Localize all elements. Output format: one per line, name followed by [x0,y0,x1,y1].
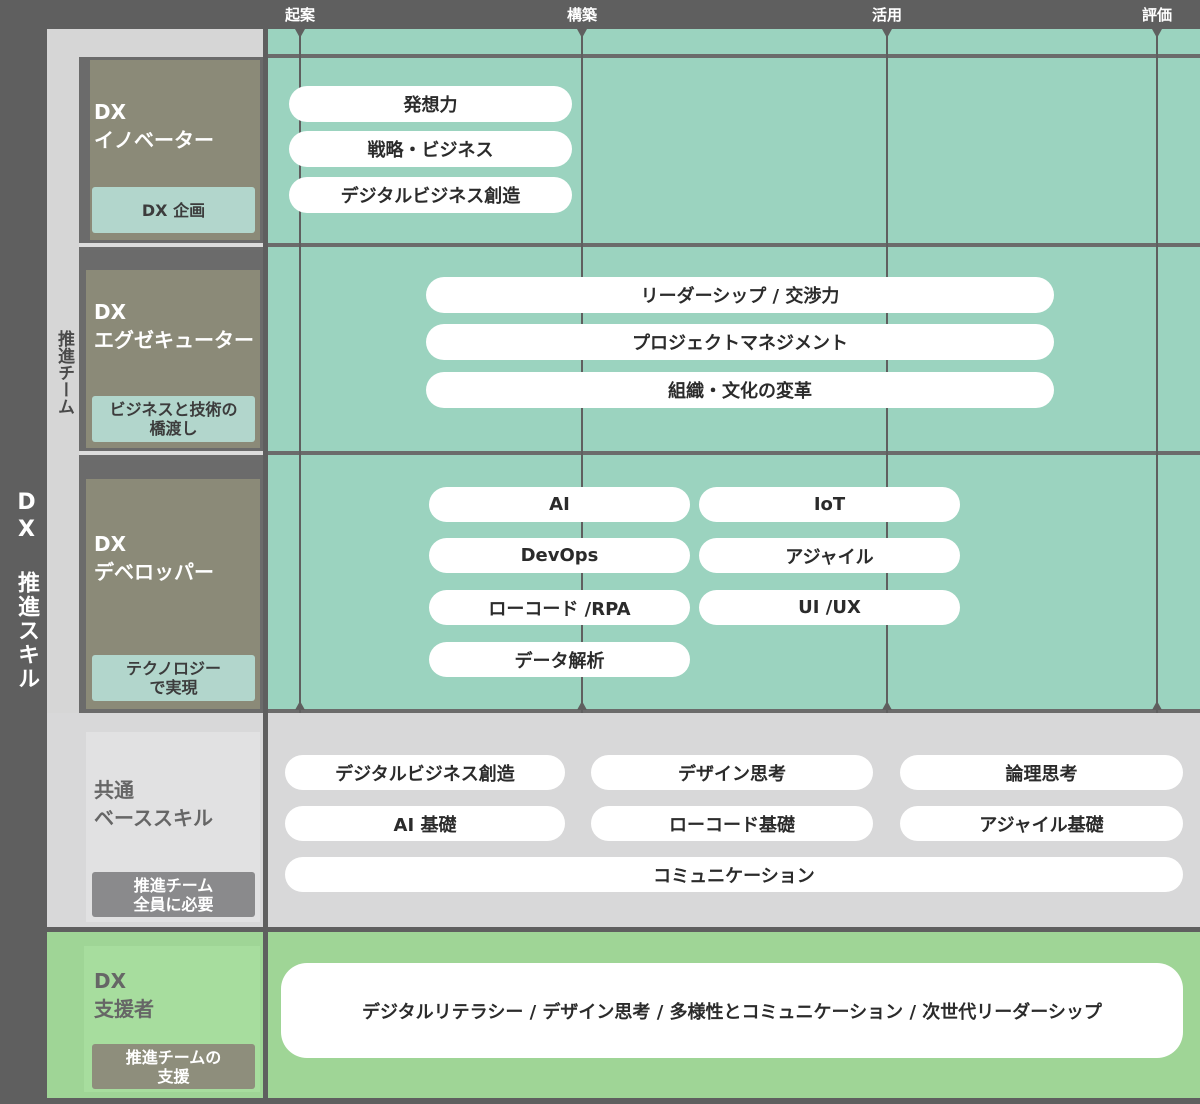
phase-marker-bottom [295,701,305,710]
phase-marker-top [577,29,587,38]
phase-marker-bottom [1152,701,1162,710]
dx-skill-side-label: DX 推進スキル [14,490,39,691]
phase-marker-top [295,29,305,38]
skill-pill-supporter: デジタルリテラシー / デザイン思考 / 多様性とコミュニケーション / 次世代… [281,963,1183,1058]
skill-pill-innovator: 戦略・ビジネス [289,131,572,167]
skill-pill-common: ローコード基礎 [591,806,873,841]
phase-label-kian: 起案 [284,6,316,24]
phase-label-katsuyou: 活用 [871,6,903,24]
role-title-executor: DX エグゼキューター [94,300,254,352]
role-title-common: 共通 ベーススキル [94,778,213,830]
skill-pill-executor: 組織・文化の変革 [426,372,1054,408]
skill-pill-common: 論理思考 [900,755,1183,790]
skill-pill-developer: データ解析 [429,642,690,677]
skill-pill-common: デジタルビジネス創造 [285,755,565,790]
skill-pill-innovator: 発想力 [289,86,572,122]
column-divider [263,713,268,927]
phase-marker-top [1152,29,1162,38]
skill-pill-developer: IoT [699,487,960,522]
phase-line-hyouka [1156,29,1158,713]
role-badge-common: 推進チーム 全員に必要 [92,872,255,917]
team-side-label: 推進チーム [54,330,74,415]
skill-pill-innovator: デジタルビジネス創造 [289,177,572,213]
phase-label-kouchiku: 構築 [566,6,598,24]
phase-marker-bottom [882,701,892,710]
row-divider [268,54,1200,58]
role-title-innovator: DX イノベーター [94,100,214,152]
phase-line-katsuyou [886,29,888,713]
skill-pill-common: AI 基礎 [285,806,565,841]
row-divider [268,451,1200,455]
role-divider [79,451,263,455]
role-title-supporter: DX 支援者 [94,969,154,1021]
role-badge-executor: ビジネスと技術の 橋渡し [92,396,255,442]
skill-pill-developer: AI [429,487,690,522]
row-divider [268,709,1200,713]
skill-pill-common: デザイン思考 [591,755,873,790]
column-divider [263,932,268,1098]
phase-marker-bottom [577,701,587,710]
skill-pill-developer: アジャイル [699,538,960,573]
role-badge-supporter: 推進チームの 支援 [92,1044,255,1089]
skill-pill-executor: プロジェクトマネジメント [426,324,1054,360]
phase-line-kian [299,29,301,713]
skill-pill-developer: DevOps [429,538,690,573]
role-badge-innovator: DX 企画 [92,187,255,233]
skill-pill-developer: ローコード /RPA [429,590,690,625]
role-badge-developer: テクノロジー で実現 [92,655,255,701]
skill-pill-common: アジャイル基礎 [900,806,1183,841]
phase-marker-top [882,29,892,38]
skill-pill-common: コミュニケーション [285,857,1183,892]
phase-label-hyouka: 評価 [1141,6,1173,24]
role-title-developer: DX デベロッパー [94,532,214,584]
skill-pill-executor: リーダーシップ / 交渉力 [426,277,1054,313]
skill-pill-developer: UI /UX [699,590,960,625]
phase-line-kouchiku [581,29,583,713]
row-divider [268,243,1200,247]
role-divider [79,243,263,247]
